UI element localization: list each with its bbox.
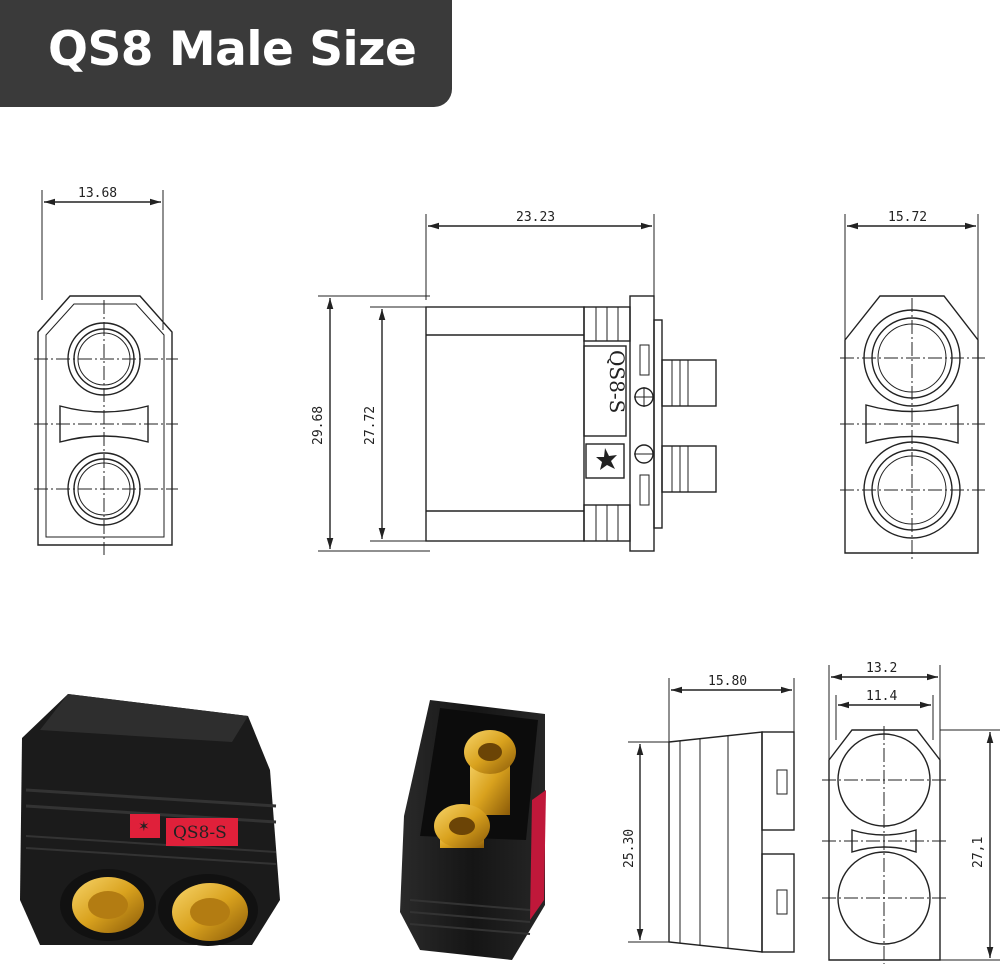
lower-side-view-drawing: 15.80 25.30	[622, 674, 795, 953]
lower-side-length-label: 15.80	[708, 674, 747, 689]
star-logo-icon	[596, 448, 617, 470]
side-body-height-label: 27.72	[363, 406, 378, 445]
lower-front-height-label: 27,1	[971, 837, 986, 868]
plug-front-photo	[400, 700, 546, 960]
front-width-label: 13.68	[78, 186, 117, 201]
title-banner: QS8 Male Size	[0, 0, 452, 107]
side-length-label: 23.23	[516, 210, 555, 225]
lower-front-outer-width-label: 13.2	[866, 661, 897, 676]
housing-label: QS8-S	[605, 350, 629, 413]
back-view-drawing: 15.72	[840, 210, 985, 560]
plug-rear-photo: ✶ QS8-S	[20, 694, 280, 946]
red-marking-badge	[166, 818, 238, 846]
side-total-height-label: 29.68	[311, 406, 326, 445]
lower-side-height-label: 25.30	[622, 829, 637, 868]
svg-text:✶: ✶	[138, 819, 150, 835]
red-star-badge	[130, 814, 160, 838]
page-title: QS8 Male Size	[48, 22, 417, 77]
side-view-drawing: 23.23 29.68 27.72 QS8-S	[311, 210, 717, 552]
plug-marking-text: QS8-S	[173, 823, 227, 843]
lower-front-inner-width-label: 11.4	[866, 689, 897, 704]
back-width-label: 15.72	[888, 210, 927, 225]
front-view-drawing: 13.68	[34, 186, 178, 555]
lower-front-view-drawing: 13.2 11.4 27,1	[822, 661, 1000, 964]
